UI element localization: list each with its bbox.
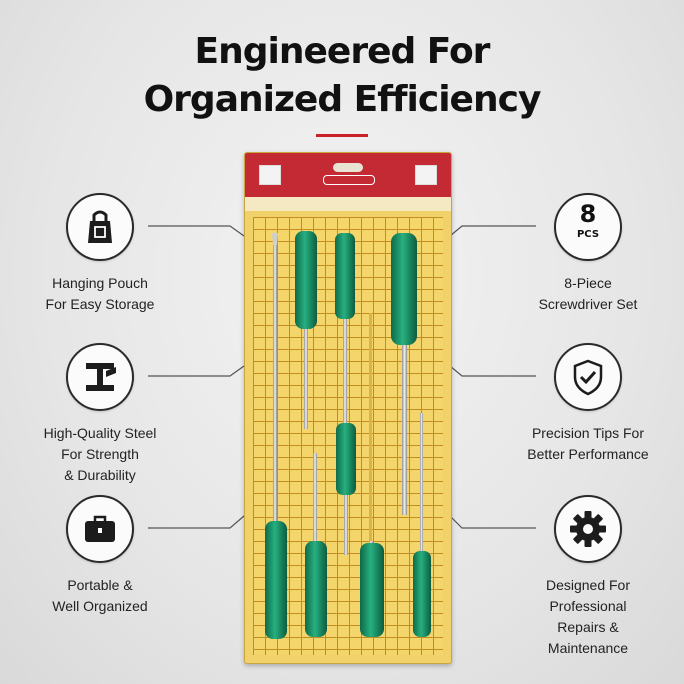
hanging-hole	[333, 163, 363, 172]
label-line: Screwdriver Set	[538, 296, 638, 312]
briefcase-icon	[85, 515, 115, 542]
feature-label: Designed For Professional Repairs & Main…	[503, 575, 673, 659]
piece-count-badge: 8 PCS	[554, 193, 622, 261]
anniversary-seal	[415, 165, 437, 185]
feature-precision-tips: Precision Tips For Better Performance	[503, 343, 673, 465]
feature-eight-piece: 8 PCS 8-Piece Screwdriver Set	[503, 193, 673, 315]
gear-icon	[570, 511, 606, 547]
feature-label: High-Quality Steel For Strength & Durabi…	[15, 423, 185, 486]
headline-line-1: Engineered For	[194, 31, 491, 72]
feature-hanging-pouch: Hanging Pouch For Easy Storage	[15, 193, 185, 315]
brand-logo	[323, 175, 375, 185]
card-strip	[245, 197, 451, 211]
steel-beam-icon	[86, 363, 116, 391]
briefcase-badge	[66, 495, 134, 563]
label-line: 8-Piece	[564, 275, 612, 291]
label-line: Hanging Pouch	[52, 275, 148, 291]
screwdriver-top-1	[295, 231, 317, 429]
screwdriver-long-slotted	[265, 233, 287, 639]
label-line: Designed For	[545, 577, 631, 593]
screwdriver-set	[265, 231, 431, 639]
label-line: Portable &	[67, 577, 133, 593]
screwdriver-bottom-3	[413, 413, 431, 637]
label-line: Repairs &	[557, 619, 619, 635]
headline: Engineered For Organized Efficiency	[0, 28, 684, 124]
badge-number: 8	[579, 200, 597, 228]
screwdriver-top-2	[335, 233, 355, 429]
product-card	[244, 152, 452, 664]
feature-quality-steel: High-Quality Steel For Strength & Durabi…	[15, 343, 185, 486]
pouch-icon	[88, 210, 112, 243]
screwdriver-bottom-2	[360, 541, 384, 637]
pouch-badge	[66, 193, 134, 261]
accent-rule	[316, 134, 368, 137]
feature-professional-repairs: Designed For Professional Repairs & Main…	[503, 495, 673, 659]
headline-line-2: Organized Efficiency	[143, 79, 542, 120]
label-line: For Strength	[61, 446, 139, 462]
card-header	[245, 153, 451, 197]
feature-portable: Portable & Well Organized	[15, 495, 185, 617]
label-line: Maintenance	[547, 640, 629, 656]
label-line: Professional	[549, 598, 627, 614]
feature-label: 8-Piece Screwdriver Set	[503, 273, 673, 315]
shield-badge	[554, 343, 622, 411]
label-line: Precision Tips For	[531, 425, 645, 441]
gear-badge	[554, 495, 622, 563]
screwdriver-thin	[369, 313, 372, 541]
steel-badge	[66, 343, 134, 411]
screwdriver-middle	[336, 423, 356, 555]
label-line: Better Performance	[527, 446, 649, 462]
feature-label: Portable & Well Organized	[15, 575, 185, 617]
quality-tag	[259, 165, 281, 185]
screwdriver-top-large	[391, 233, 417, 515]
shield-check-icon	[573, 359, 603, 396]
label-line: High-Quality Steel	[43, 425, 157, 441]
badge-unit: PCS	[576, 229, 600, 240]
feature-label: Hanging Pouch For Easy Storage	[15, 273, 185, 315]
label-line: Well Organized	[52, 598, 148, 614]
feature-label: Precision Tips For Better Performance	[503, 423, 673, 465]
screwdriver-bottom-1	[305, 453, 327, 637]
label-line: For Easy Storage	[45, 296, 155, 312]
label-line: & Durability	[64, 467, 136, 483]
